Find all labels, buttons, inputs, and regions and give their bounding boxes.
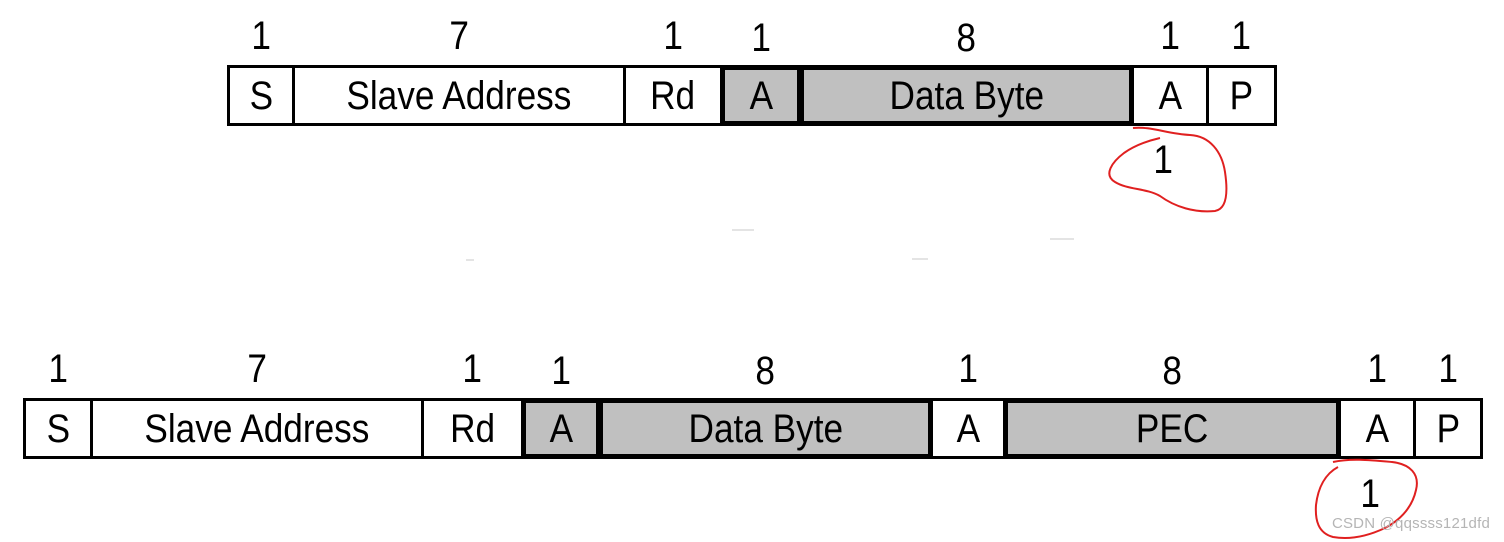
field-label: S [46,406,70,451]
field-label: A [749,73,773,118]
start-field: 1 S [23,349,93,459]
bit-count: 1 [1231,14,1252,58]
bit-count: 1 [1438,347,1458,391]
field-label: A [1158,73,1182,118]
bit-count: 1 [1160,14,1180,58]
bit-count: 1 [251,14,271,58]
bit-count: 1 [663,14,683,58]
scan-speck [466,259,474,261]
bit-count: 1 [751,16,771,60]
scan-speck [912,258,928,260]
stop-field: 1 P [1413,349,1483,459]
field-label: A [956,406,980,451]
field-label: Rd [650,73,696,118]
bit-count: 8 [1162,349,1182,393]
nack-field: 1 A [1131,16,1209,126]
nack-field: 1 A [1338,349,1416,459]
ack-field: 1 A [521,351,601,459]
bit-count: 1 [551,349,571,393]
field-label: Data Byte [688,406,843,451]
annotation-number-top: 1 [1153,138,1173,182]
data-byte-field: 8 Data Byte [598,351,933,459]
field-label: Slave Address [144,406,370,451]
read-bit-field: 1 Rd [623,16,723,126]
field-label: P [1436,406,1460,451]
read-byte-frame: 1 S 7 Slave Address 1 Rd 1 A 8 Data Byte… [227,16,1277,126]
bit-count: 1 [462,347,483,391]
field-label: Rd [449,406,495,451]
field-label: Data Byte [889,73,1044,118]
bit-count: 8 [956,16,977,60]
bit-count: 1 [1367,347,1387,391]
scan-speck [1050,238,1074,240]
field-label: Slave Address [346,73,572,118]
slave-address-field: 7 Slave Address [90,349,424,459]
annotation-number-bottom: 1 [1360,472,1380,516]
watermark: CSDN @qqssss121dfd [1331,515,1490,532]
read-bit-field: 1 Rd [421,349,524,459]
field-label: A [1365,406,1389,451]
data-byte-field: 8 Data Byte [799,18,1134,126]
bit-count: 1 [958,347,978,391]
ack-field: 1 A [720,18,802,126]
bit-count: 1 [48,347,68,391]
ack-field-2: 1 A [930,349,1006,459]
read-byte-pec-frame: 1 S 7 Slave Address 1 Rd 1 A 8 Data Byte… [23,349,1483,459]
field-label: PEC [1135,406,1209,451]
bit-count: 7 [247,347,267,391]
bit-count: 7 [449,14,469,58]
pec-field: 8 PEC [1003,351,1341,459]
scan-speck [732,229,754,231]
slave-address-field: 7 Slave Address [292,16,626,126]
start-field: 1 S [227,16,295,126]
bit-count: 8 [755,349,776,393]
stop-field: 1 P [1206,16,1277,126]
field-label: S [249,73,273,118]
field-label: P [1229,73,1254,118]
field-label: A [549,406,573,451]
